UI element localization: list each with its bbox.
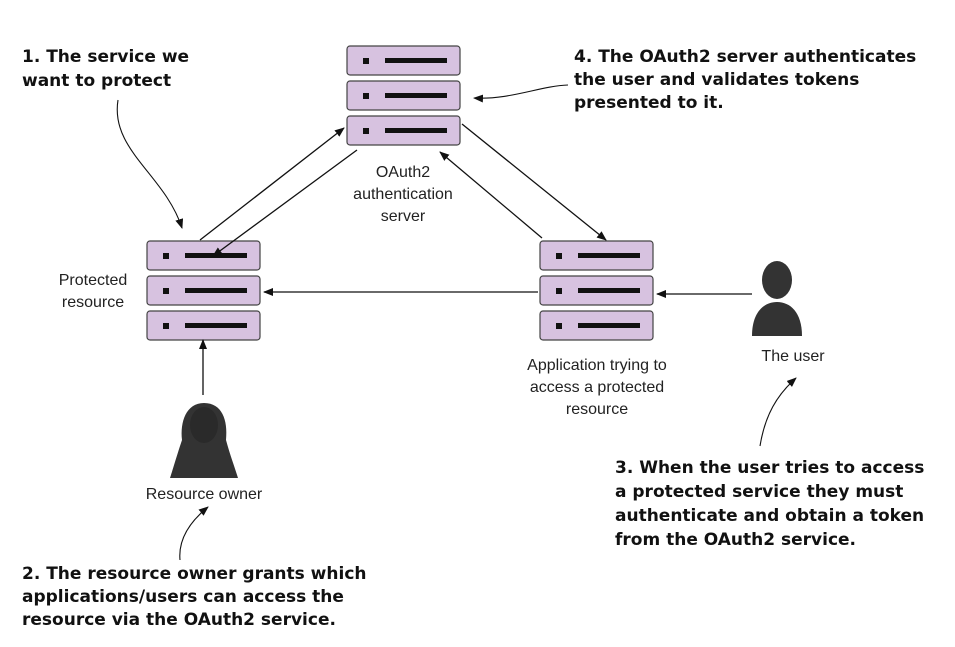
application-stack-icon — [539, 240, 654, 341]
user-label: The user — [761, 348, 825, 365]
server-led-icon — [363, 93, 369, 99]
server-slot-icon — [185, 288, 247, 293]
server-led-icon — [556, 253, 562, 259]
oauth-server-label-line: OAuth2 — [376, 164, 430, 181]
server-led-icon — [556, 323, 562, 329]
user-icon — [752, 261, 802, 336]
callout-3-line: a protected service they must — [615, 482, 903, 502]
callout-4-line: 4. The OAuth2 server authenticates — [574, 47, 916, 67]
callout-4-line: presented to it. — [574, 93, 724, 113]
callout-1-line: 1. The service we — [22, 47, 189, 67]
oauth-server-label: OAuth2 authentication server — [353, 164, 453, 225]
callout-1: 1. The service we want to protect — [22, 47, 189, 91]
server-slot-icon — [185, 323, 247, 328]
callout-2: 2. The resource owner grants which applic… — [22, 564, 367, 630]
server-led-icon — [363, 128, 369, 134]
server-led-icon — [163, 288, 169, 294]
pointer-callout-1 — [116, 99, 184, 229]
server-slot-icon — [385, 128, 447, 133]
server-slot-icon — [385, 93, 447, 98]
protected-resource-label-line: resource — [62, 294, 124, 311]
callout-2-line: applications/users can access the — [22, 587, 344, 607]
user-label-line: The user — [761, 348, 825, 365]
server-slot-icon — [578, 323, 640, 328]
resource-owner-label: Resource owner — [146, 486, 263, 503]
resource-owner-icon — [170, 403, 238, 478]
callout-4-line: the user and validates tokens — [574, 70, 859, 90]
callout-1-line: want to protect — [22, 71, 171, 91]
callout-3-line: 3. When the user tries to access — [615, 458, 924, 478]
server-led-icon — [163, 323, 169, 329]
callout-pointers — [116, 84, 797, 561]
callout-4: 4. The OAuth2 server authenticates the us… — [574, 47, 916, 113]
arrow-app-to-oauth — [439, 151, 543, 239]
application-label-line: Application trying to — [527, 357, 667, 374]
application-label-line: access a protected — [530, 379, 664, 396]
pointer-callout-3 — [759, 377, 797, 447]
server-led-icon — [163, 253, 169, 259]
server-led-icon — [363, 58, 369, 64]
protected-resource-stack-icon — [146, 240, 261, 341]
arrow-resource-to-oauth — [199, 127, 345, 241]
callout-3: 3. When the user tries to access a protec… — [615, 458, 924, 550]
callout-2-line: 2. The resource owner grants which — [22, 564, 367, 584]
application-label-line: resource — [566, 401, 628, 418]
oauth-server-label-line: server — [381, 208, 426, 225]
connections — [199, 123, 752, 395]
callout-3-line: authenticate and obtain a token — [615, 506, 924, 526]
resource-owner-label-line: Resource owner — [146, 486, 263, 503]
application-label: Application trying to access a protected r… — [527, 357, 667, 418]
callout-2-line: resource via the OAuth2 service. — [22, 610, 336, 630]
arrow-oauth-to-resource — [212, 149, 358, 257]
pointer-callout-4 — [473, 84, 569, 103]
server-slot-icon — [385, 58, 447, 63]
resource-owner-head — [190, 407, 218, 443]
server-led-icon — [556, 288, 562, 294]
arrow-oauth-to-app — [461, 123, 607, 241]
server-slot-icon — [578, 253, 640, 258]
server-slot-icon — [578, 288, 640, 293]
oauth-server-label-line: authentication — [353, 186, 453, 203]
pointer-callout-2 — [179, 506, 209, 561]
oauth-server-stack-icon — [346, 45, 461, 146]
protected-resource-label-line: Protected — [59, 272, 127, 289]
callout-3-line: from the OAuth2 service. — [615, 530, 856, 550]
protected-resource-label: Protected resource — [59, 272, 127, 311]
